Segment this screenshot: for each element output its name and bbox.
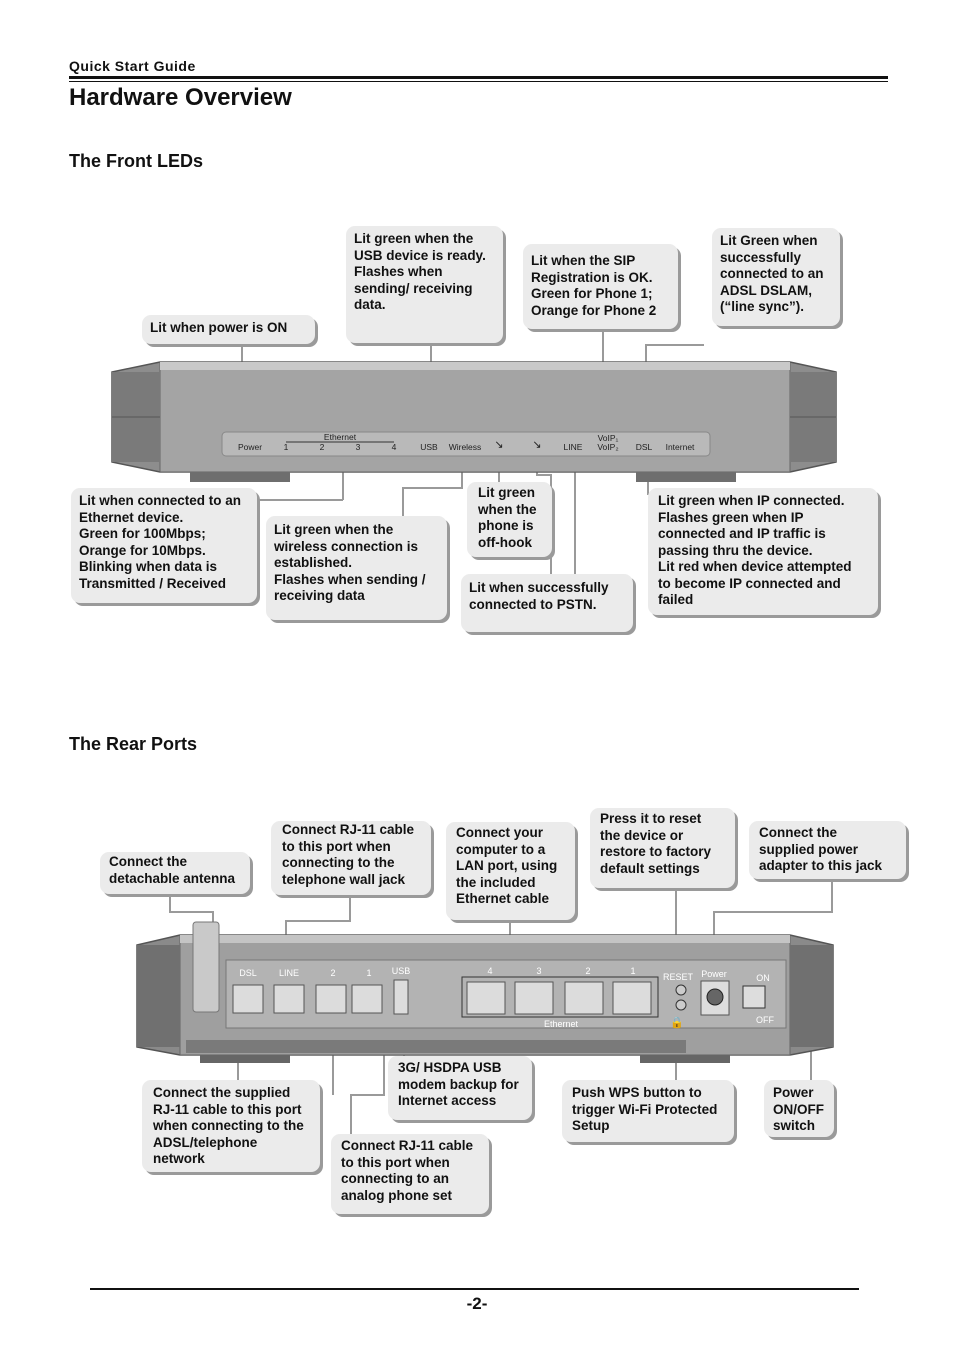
front-label-ethernet: Ethernet xyxy=(324,432,357,442)
page-title: Hardware Overview xyxy=(69,84,292,111)
rear-label-usb: USB xyxy=(392,966,411,976)
ethernet-port-2-icon xyxy=(564,981,604,1015)
callout-pstn-led: Lit when successfully connected to PSTN. xyxy=(461,574,633,632)
header-rule-thin xyxy=(69,81,888,82)
usb-port-icon xyxy=(393,979,409,1015)
rear-label-eth2: 2 xyxy=(585,966,590,976)
callout-antenna: Connect the detachable antenna xyxy=(100,852,250,894)
rear-label-power: Power xyxy=(701,969,727,979)
rear-label-ethernet: Ethernet xyxy=(544,1019,579,1029)
callout-ethernet-led: Lit when connected to an Ethernet device… xyxy=(71,488,257,603)
callout-dsl-led: Lit Green when successfully connected to… xyxy=(712,228,840,326)
callout-usb-port: 3G/ HSDPA USB modem backup for Internet … xyxy=(388,1056,532,1120)
section-heading-rear-ports: The Rear Ports xyxy=(69,734,198,754)
callout-power-jack: Connect the supplied power adapter to th… xyxy=(749,821,906,879)
rear-label-eth3: 3 xyxy=(536,966,541,976)
front-label-line: LINE xyxy=(564,442,583,452)
front-label-eth4: 4 xyxy=(392,442,397,452)
phone1-icon: ↘ xyxy=(494,439,503,451)
page-number: -2- xyxy=(466,1294,488,1313)
line-port-icon xyxy=(273,984,305,1014)
antenna-icon xyxy=(192,921,220,1013)
callout-power-led: Lit when power is ON xyxy=(142,315,315,344)
rear-label-dsl: DSL xyxy=(239,968,257,978)
reset-button-icon xyxy=(675,984,687,996)
callout-line-port: Connect RJ-11 cable to this port when co… xyxy=(271,821,431,895)
rear-label-eth1: 1 xyxy=(630,966,635,976)
callout-wps-button: Push WPS button to trigger Wi-Fi Protect… xyxy=(562,1080,734,1142)
callout-reset-button: Press it to reset the device or restore … xyxy=(590,808,735,888)
callout-power-switch: Power ON/OFF switch xyxy=(764,1080,834,1137)
running-header: Quick Start Guide xyxy=(69,58,196,74)
section-heading-front-leds: The Front LEDs xyxy=(69,151,203,171)
ethernet-port-3-icon xyxy=(514,981,554,1015)
callout-internet-led: Lit green when IP connected. Flashes gre… xyxy=(648,488,878,615)
front-label-eth3: 3 xyxy=(356,442,361,452)
callout-sip-led: Lit when the SIP Registration is OK. Gre… xyxy=(523,244,678,329)
phone2-port-icon xyxy=(315,984,347,1014)
ethernet-port-4-icon xyxy=(466,981,506,1015)
footer-rule xyxy=(90,1288,859,1290)
header-rule xyxy=(69,76,888,79)
rear-label-phone1: 1 xyxy=(366,968,371,978)
front-label-eth1: 1 xyxy=(284,442,289,452)
phone1-port-icon xyxy=(351,984,383,1014)
dsl-port-icon xyxy=(232,984,264,1014)
front-label-wireless: Wireless xyxy=(449,442,482,452)
ethernet-port-1-icon xyxy=(612,981,652,1015)
phone2-icon: ↘ xyxy=(532,439,541,451)
callout-dsl-port: Connect the supplied RJ-11 cable to this… xyxy=(142,1080,320,1172)
lock-icon: 🔒 xyxy=(670,1016,684,1029)
callout-wireless-led: Lit green when the wireless connection i… xyxy=(266,516,447,620)
front-label-internet: Internet xyxy=(666,442,695,452)
rear-label-off: OFF xyxy=(756,1015,774,1025)
rear-label-on: ON xyxy=(756,973,770,983)
front-label-voip2: VoIP₂ xyxy=(597,442,618,452)
callout-phone-ports: Connect RJ-11 cable to this port when co… xyxy=(331,1134,489,1214)
rear-label-phone2: 2 xyxy=(330,968,335,978)
front-label-power: Power xyxy=(238,442,262,452)
rear-label-reset: RESET xyxy=(663,972,694,982)
power-jack-icon xyxy=(706,988,724,1006)
rear-label-line: LINE xyxy=(279,968,299,978)
front-label-dsl: DSL xyxy=(636,442,653,452)
power-switch-icon xyxy=(742,985,766,1009)
front-label-eth2: 2 xyxy=(320,442,325,452)
callout-lan-ports: Connect your computer to a LAN port, usi… xyxy=(446,822,575,920)
callout-usb-led: Lit green when the USB device is ready. … xyxy=(346,226,503,343)
front-label-voip1: VoIP₁ xyxy=(598,433,619,443)
callout-offhook-led: Lit green when the phone is off-hook xyxy=(467,482,552,557)
rear-label-eth4: 4 xyxy=(487,966,492,976)
front-label-usb: USB xyxy=(420,442,438,452)
wps-button-icon xyxy=(675,999,687,1011)
